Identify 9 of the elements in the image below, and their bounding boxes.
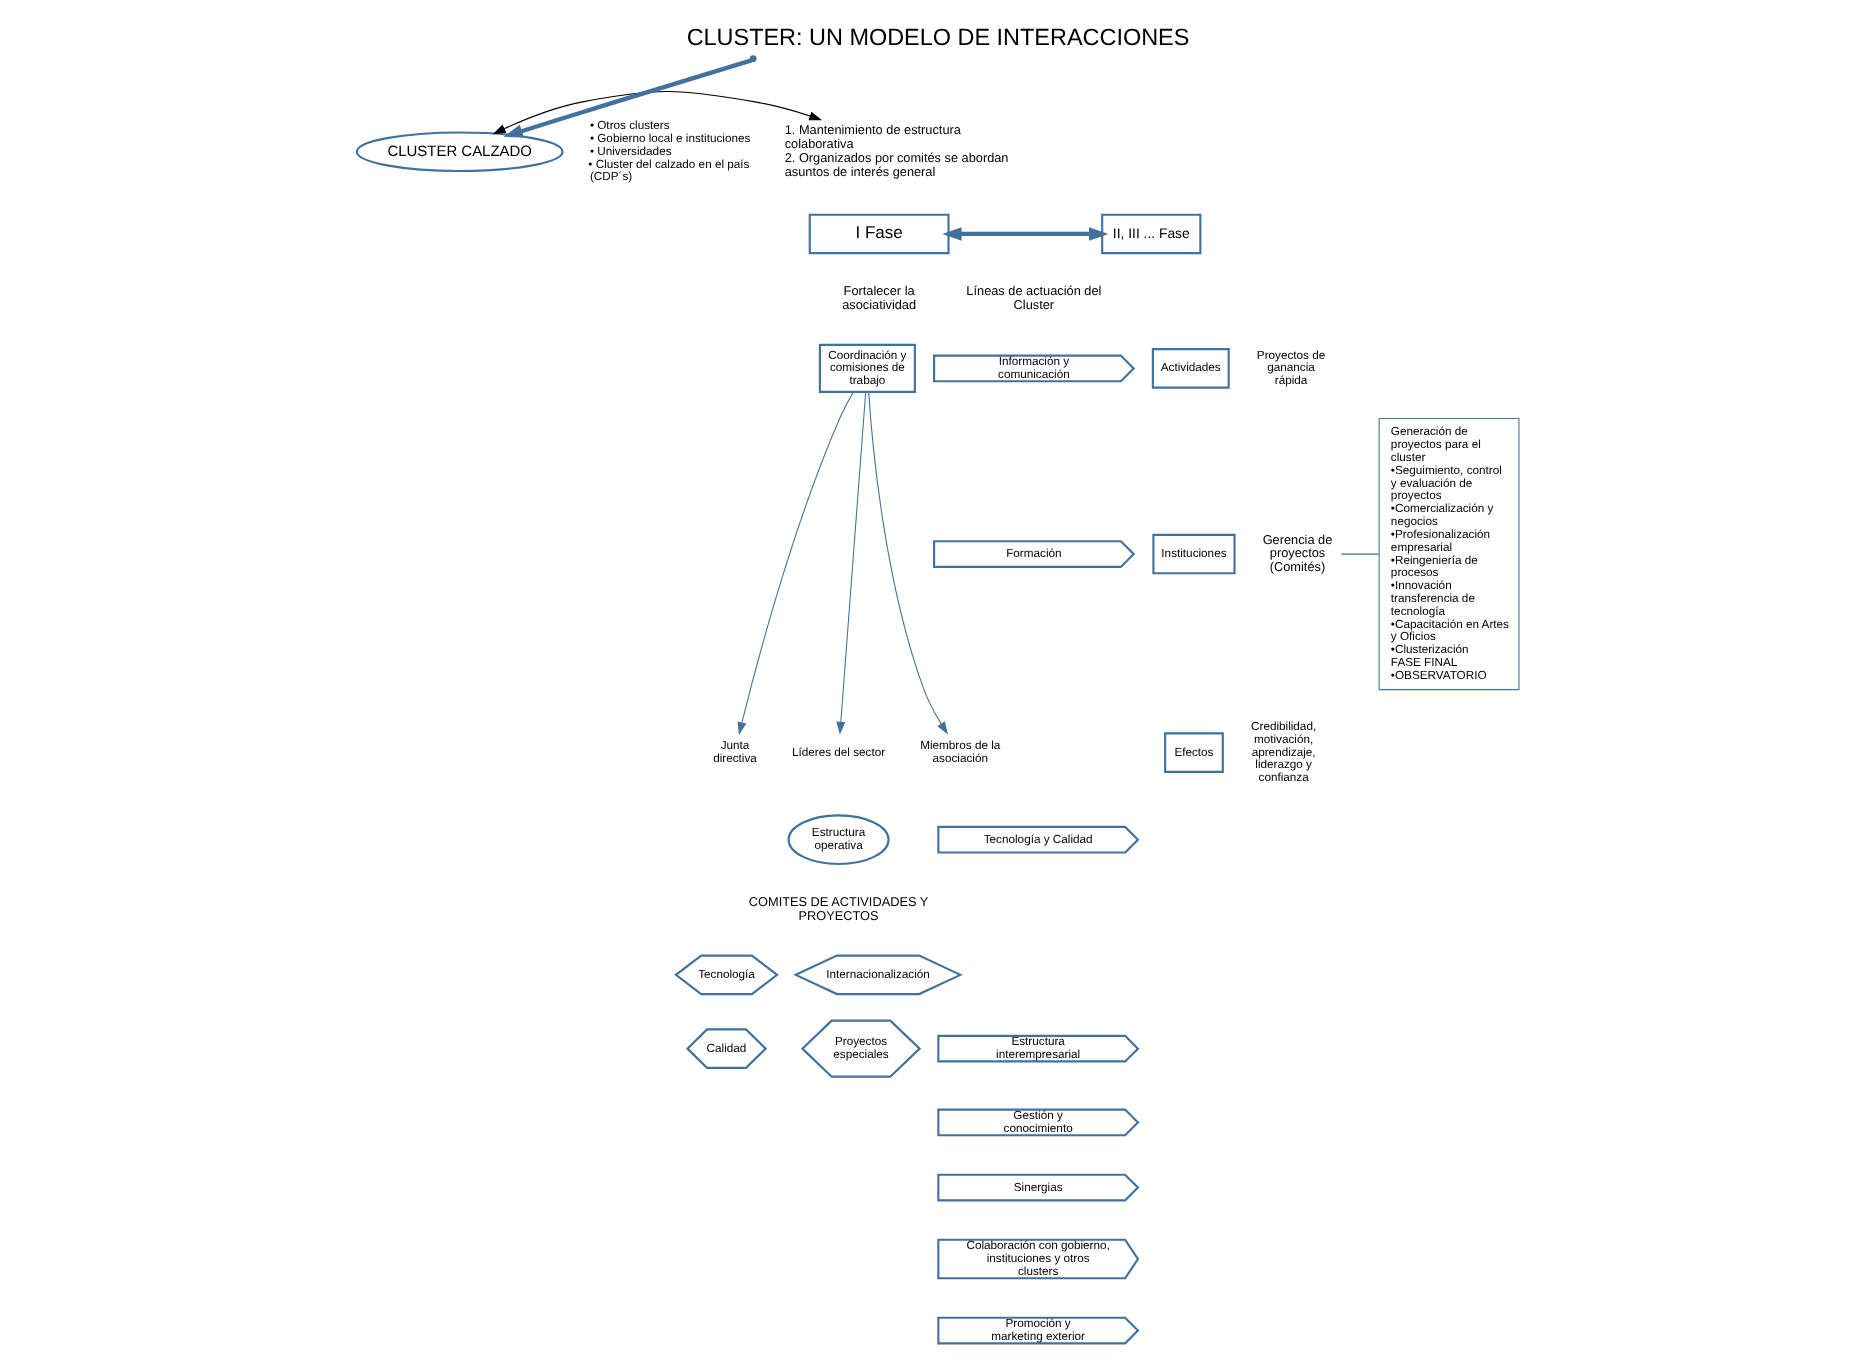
arrow <box>835 390 866 734</box>
arrow <box>867 390 947 734</box>
diagram-title: CLUSTER: UN MODELO DE INTERACCIONES <box>685 24 1189 51</box>
arrow <box>491 90 822 134</box>
arrow <box>736 390 853 734</box>
connector <box>1339 552 1379 554</box>
arrow <box>941 226 1108 240</box>
node-box: I Fase <box>807 212 949 254</box>
arrow <box>502 57 752 137</box>
